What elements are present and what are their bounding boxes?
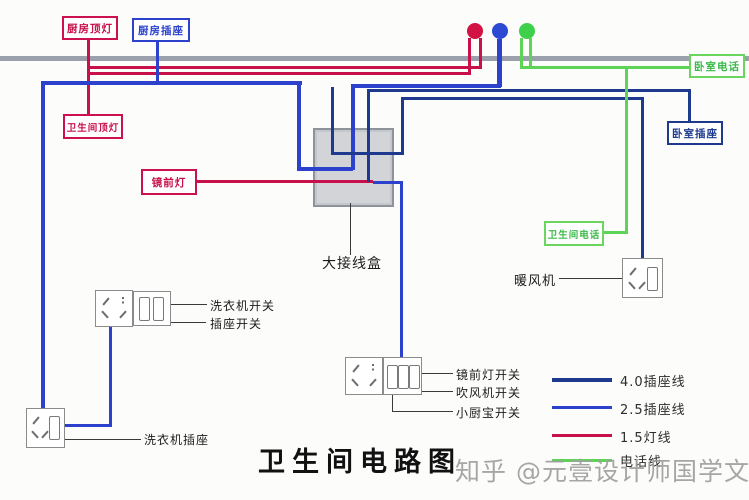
socket-switch-label: 插座开关 [210,317,263,331]
wire-washer-drop [109,327,112,427]
junction-box-leader [350,203,351,255]
label-bathroom-phone: 卫生间电话 [544,221,604,246]
wire-socket-main-h [41,81,302,85]
kb-switch-label: 小厨宝开关 [456,406,522,420]
heater-leader [559,278,623,279]
washer-switch-label: 洗衣机开关 [210,299,276,313]
wire-switch3-drop [400,181,403,358]
wire-switch3-stub [373,181,403,184]
wire-light-leg-right [479,38,482,69]
washer-socket-symbol [95,290,133,327]
bath-socket-symbol [345,357,383,395]
wire-navy-stair-h [331,152,403,155]
wire-bedroom-socket-h [368,89,690,92]
washer-switch-leader [160,304,207,305]
wire-navy-stair-v2 [331,87,334,154]
wire-navy-stair-v1 [401,97,404,155]
dryer-switch-leader-h [404,391,453,392]
wire-bath-phone-v [625,66,628,234]
heater-socket-symbol [622,258,663,298]
junction-box-label: 大接线盒 [322,256,382,272]
heater-label: 暖风机 [514,274,557,289]
bath-3gang-switch-symbol [383,357,422,395]
label-mirror-light: 镜前灯 [141,169,197,195]
green-supply-dot [519,23,535,39]
dryer-switch-label: 吹风机开关 [456,386,522,400]
wire-box-feed-h [297,167,353,171]
wire-blue-dot-drop [497,39,502,87]
legend-label-phone: 电话线 [620,455,663,470]
label-bedroom-phone: 卧室电话 [689,54,745,78]
wire-left-vertical [41,81,45,411]
wall-line [0,56,749,61]
wire-blue-dot-v [351,84,355,170]
label-bathroom-ceiling-light: 卫生间顶灯 [63,114,123,139]
washer-outlet-label: 洗衣机插座 [144,433,210,447]
legend-label-40: 4.0插座线 [620,375,686,390]
socket-switch-leader-h [146,322,206,323]
wire-heater-h [401,97,643,100]
wire-mirror-light [193,180,373,183]
wire-light-leg-left [468,38,471,75]
label-kitchen-socket: 厨房插座 [132,18,190,42]
label-bedroom-socket: 卧室插座 [667,121,723,145]
wire-bedroom-phone-h [520,66,690,69]
wire-washer-h [60,424,112,427]
legend-line-25 [552,406,612,409]
mirror-switch-label: 镜前灯开关 [456,368,522,382]
kb-switch-leader-h [392,411,453,412]
legend-label-15: 1.5灯线 [620,431,672,446]
wire-heater-v [641,97,644,260]
wire-light-top-b [88,72,469,75]
wire-bedroom-socket-v [688,89,691,122]
red-supply-dot [467,23,483,39]
wire-bath-phone-h [597,231,627,234]
watermark: 知乎 @元壹设计师国学文化 [455,457,749,486]
legend-label-25: 2.5插座线 [620,403,686,418]
wire-box-feed-v [297,81,301,170]
wire-navy-box-v [367,89,370,182]
legend-line-phone [552,459,612,462]
wire-blue-dot-h [351,84,501,88]
washer-outlet-symbol [26,408,65,448]
legend-line-40 [552,378,612,382]
wire-green-leg-left [520,38,523,69]
washer-outlet-leader [64,439,141,440]
washer-2gang-switch-symbol [133,291,171,326]
legend-line-15 [552,434,612,437]
diagram-title: 卫生间电路图 [258,447,462,478]
mirror-switch-leader [415,373,453,374]
blue-supply-dot [492,23,508,39]
wire-light-vertical [87,38,90,116]
wire-green-leg-right [529,38,532,69]
wire-kitchen-socket-drop [156,40,159,84]
kb-switch-leader-v [392,391,393,412]
wire-light-top-a [88,66,482,69]
label-kitchen-ceiling-light: 厨房顶灯 [62,16,118,40]
